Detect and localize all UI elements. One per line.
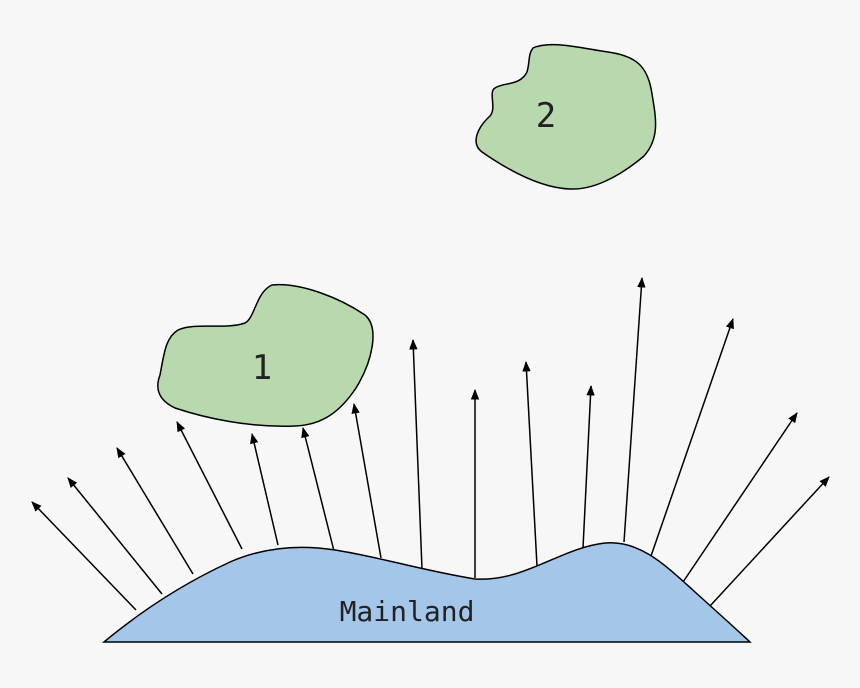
arrow [582, 384, 595, 549]
island-1-shape [157, 283, 374, 428]
arrow [623, 276, 646, 543]
mainland-shape [101, 542, 752, 643]
arrow [250, 432, 279, 546]
arrow [409, 338, 423, 570]
arrow [351, 402, 382, 559]
arrow [709, 476, 830, 607]
island-2-label: 2 [536, 96, 556, 136]
arrow [31, 501, 137, 611]
arrow [301, 426, 335, 552]
arrow [176, 421, 243, 550]
arrow [67, 477, 163, 595]
migration-arrows [31, 276, 830, 611]
arrow [650, 318, 734, 557]
arrow [680, 412, 798, 586]
mainland-label: Mainland [340, 595, 475, 628]
island-2-shape [475, 43, 657, 190]
arrow [116, 447, 194, 575]
island-1-label: 1 [252, 348, 272, 388]
arrow [522, 360, 538, 567]
